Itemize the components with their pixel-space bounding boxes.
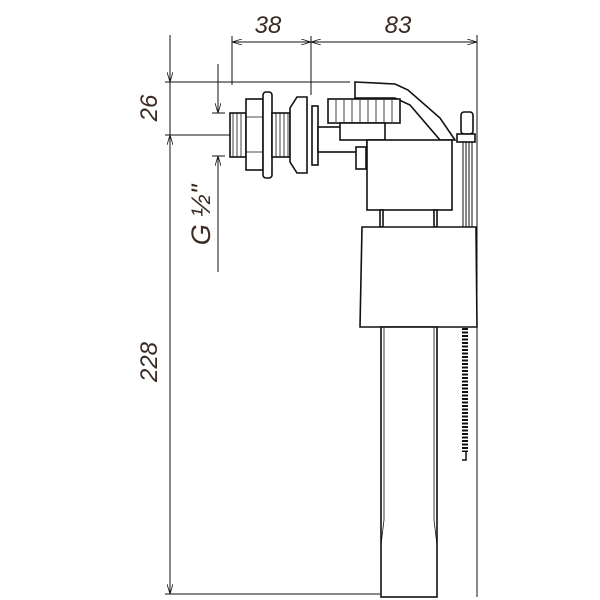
dim-83: 83 — [385, 12, 412, 39]
float — [359, 226, 478, 328]
valve-body — [327, 81, 457, 228]
tube — [380, 326, 438, 598]
chain — [462, 328, 468, 461]
adjustment-rod — [456, 111, 476, 227]
dim-38: 38 — [255, 12, 282, 39]
dim-228: 228 — [136, 341, 163, 383]
dim-26: 26 — [136, 94, 163, 122]
inlet-assembly — [224, 91, 368, 179]
dim-thread: G ½" — [186, 183, 216, 245]
dimension-lines — [165, 35, 478, 597]
